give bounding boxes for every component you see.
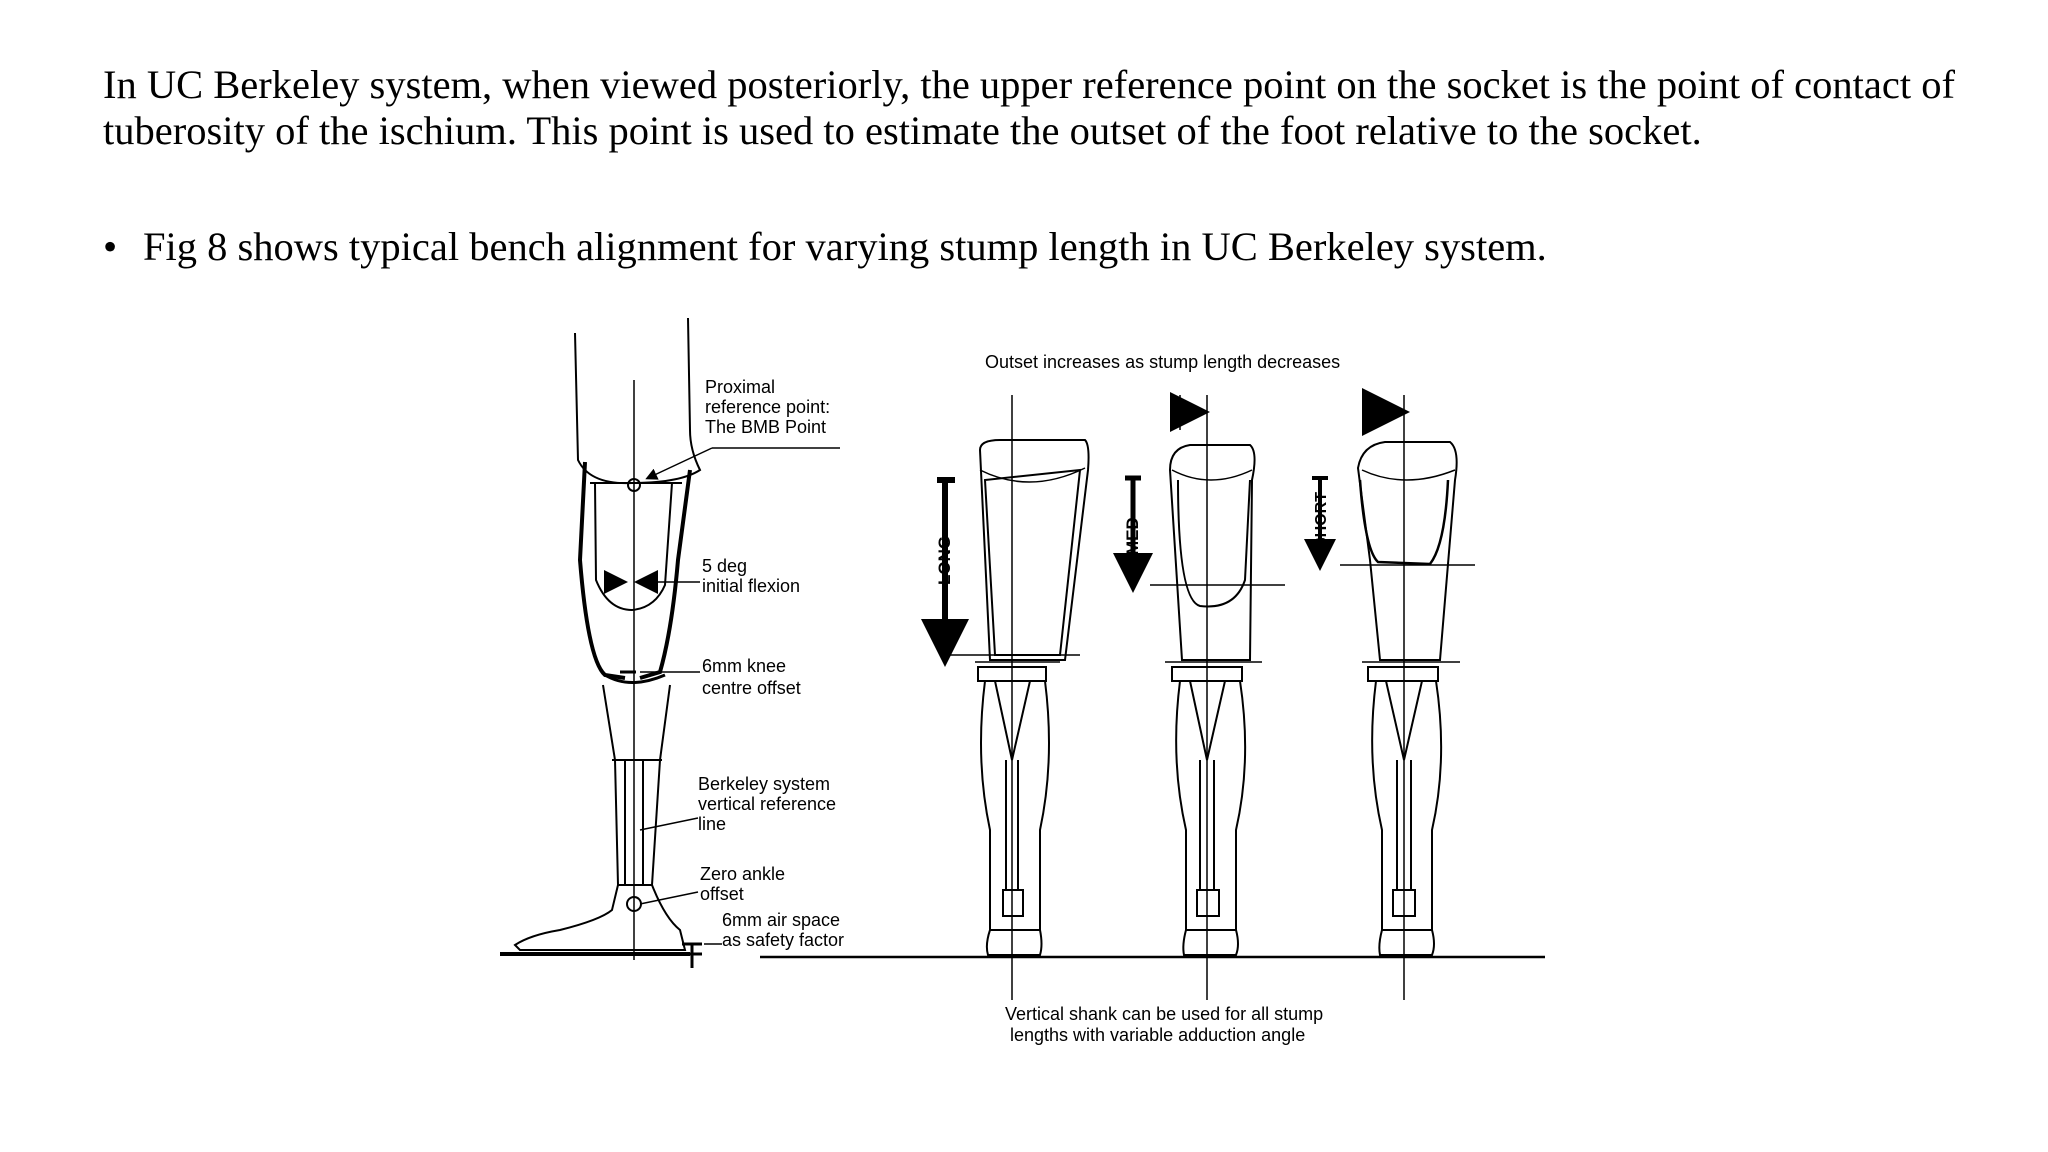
bullet-marker: • (103, 224, 118, 269)
med-label: MED (1123, 517, 1142, 555)
knee-label-line2: centre offset (702, 678, 801, 698)
proximal-label-line2: reference point: (705, 397, 830, 417)
ankle-label-line1: Zero ankle (700, 864, 785, 884)
vertical-label-line3: line (698, 814, 726, 834)
med-stump-leg (1113, 392, 1285, 1000)
top-caption: Outset increases as stump length decreas… (985, 352, 1340, 372)
side-view-leg (500, 317, 840, 968)
short-stump-leg (1304, 388, 1475, 1000)
body-paragraph: In UC Berkeley system, when viewed poste… (103, 62, 1955, 153)
ankle-label-line2: offset (700, 884, 744, 904)
long-label: LONG (935, 536, 954, 585)
air-label-line1: 6mm air space (722, 910, 840, 930)
short-label: SHORT (1313, 492, 1330, 548)
bullet-item: • Fig 8 shows typical bench alignment for… (103, 224, 1983, 270)
posterior-labels: Outset increases as stump length decreas… (935, 352, 1340, 1045)
knee-label-line1: 6mm knee (702, 656, 786, 676)
side-view-labels: Proximal reference point: The BMB Point … (698, 377, 844, 950)
flexion-label-line1: 5 deg (702, 556, 747, 576)
vertical-label-line2: vertical reference (698, 794, 836, 814)
bullet-text: Fig 8 shows typical bench alignment for … (143, 224, 1547, 269)
bottom-caption-line2: lengths with variable adduction angle (1010, 1025, 1305, 1045)
proximal-label-line3: The BMB Point (705, 417, 826, 437)
long-stump-leg (921, 395, 1090, 1000)
air-label-line2: as safety factor (722, 930, 844, 950)
posterior-views (760, 388, 1545, 1000)
vertical-label-line1: Berkeley system (698, 774, 830, 794)
flexion-label-line2: initial flexion (702, 576, 800, 596)
proximal-label-line1: Proximal (705, 377, 775, 397)
bottom-caption-line1: Vertical shank can be used for all stump (1005, 1004, 1323, 1024)
